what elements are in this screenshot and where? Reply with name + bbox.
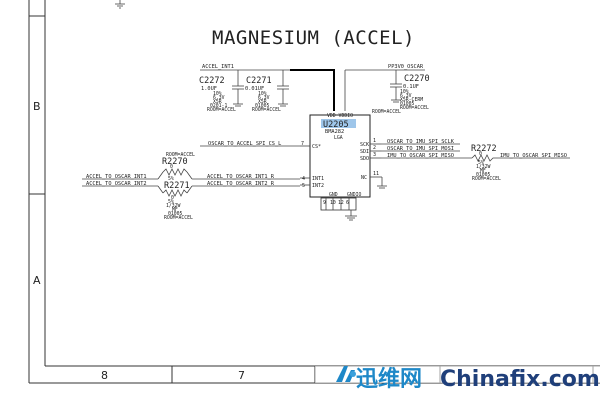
zone-label-b: B xyxy=(33,100,41,113)
svg-text:6.3V: 6.3V xyxy=(400,93,412,99)
svg-text:MF: MF xyxy=(480,168,486,174)
svg-text:0201-1: 0201-1 xyxy=(210,103,227,109)
watermark-logo-icon xyxy=(336,366,356,382)
svg-text:ROOM=ACCEL: ROOM=ACCEL xyxy=(207,107,236,113)
svg-text:0.01UF: 0.01UF xyxy=(245,86,264,92)
svg-text:2: 2 xyxy=(373,145,376,151)
svg-text:X5R: X5R xyxy=(258,99,267,105)
clipped-ground-symbol xyxy=(115,0,125,9)
resistor-r2272: R2272 0 5% 1/32W MF 01005 ROOM=ACCEL xyxy=(471,144,501,182)
svg-text:5: 5 xyxy=(302,183,305,189)
svg-text:01005: 01005 xyxy=(400,101,415,107)
svg-text:ROOM=ACCEL: ROOM=ACCEL xyxy=(400,105,429,111)
svg-text:1/32W: 1/32W xyxy=(476,164,491,170)
capacitor-c2271: C2271 0.01UF 10% 6.3V X5R 01005 ROOM=ACC… xyxy=(245,70,289,113)
svg-text:0: 0 xyxy=(170,164,173,170)
net-label-int1-in: ACCEL_TO_OSCAR_INT1 xyxy=(86,174,147,180)
svg-text:BMA282: BMA282 xyxy=(325,129,344,135)
svg-text:9: 9 xyxy=(323,200,326,206)
svg-text:U2205: U2205 xyxy=(323,120,349,130)
svg-text:R2271: R2271 xyxy=(164,181,190,191)
net-label-pp3v0-oscar: PP3V0_OSCAR xyxy=(388,64,424,70)
svg-text:1.0UF: 1.0UF xyxy=(201,86,217,92)
svg-text:0: 0 xyxy=(479,151,482,157)
watermark-cn: 迅维网 xyxy=(356,366,422,392)
watermark: 迅维网 Chinafix.com xyxy=(315,366,600,392)
svg-text:0: 0 xyxy=(171,195,174,201)
svg-text:ROOM=ACCEL: ROOM=ACCEL xyxy=(372,109,401,115)
net-label-miso-out: IMU_TO_OSCAR_SPI_MISO xyxy=(500,153,567,159)
net-label-accel-int1: ACCEL_INT1 xyxy=(202,64,234,70)
svg-text:INT1: INT1 xyxy=(312,176,324,182)
zone-label-7: 7 xyxy=(238,369,245,382)
watermark-en: Chinafix.com xyxy=(440,367,600,392)
svg-text:10%: 10% xyxy=(213,91,222,97)
svg-text:10: 10 xyxy=(330,200,336,206)
capacitor-c2272: C2272 1.0UF 10% 6.3V X5R 0201-1 ROOM=ACC… xyxy=(199,70,244,113)
svg-text:X5R-CERM: X5R-CERM xyxy=(400,97,423,103)
svg-text:C2271: C2271 xyxy=(246,76,272,86)
net-label-int2-out: ACCEL_TO_OSCAR_INT2_R xyxy=(207,181,275,187)
svg-text:6.3V: 6.3V xyxy=(213,95,225,101)
svg-text:C2272: C2272 xyxy=(199,76,225,86)
svg-text:INT2: INT2 xyxy=(312,183,324,189)
net-label-miso-chip: IMU_TO_OSCAR_SPI_MISO xyxy=(387,153,454,159)
svg-text:6: 6 xyxy=(346,200,349,206)
svg-text:ROOM=ACCEL: ROOM=ACCEL xyxy=(164,215,193,221)
resistor-r2271: R2271 0 5% 1/32W MF 01005 ROOM=ACCEL xyxy=(157,181,193,221)
svg-text:5%: 5% xyxy=(168,199,174,205)
svg-text:GND: GND xyxy=(329,192,338,198)
svg-text:R2270: R2270 xyxy=(162,157,188,167)
svg-text:CS*: CS* xyxy=(312,144,321,150)
net-label-sclk: OSCAR_TO_IMU_SPI_SCLK xyxy=(387,139,455,145)
svg-text:7: 7 xyxy=(301,141,304,147)
page-title: MAGNESIUM (ACCEL) xyxy=(212,27,415,49)
svg-text:LGA: LGA xyxy=(334,135,343,141)
svg-text:6.3V: 6.3V xyxy=(258,95,270,101)
svg-text:10%: 10% xyxy=(400,89,409,95)
svg-text:5%: 5% xyxy=(478,160,484,166)
svg-text:3: 3 xyxy=(373,152,376,158)
svg-text:5%: 5% xyxy=(168,176,174,182)
svg-text:SDI: SDI xyxy=(360,149,369,155)
chip-u2205: VDD VDDIO ROOM=ACCEL U2205 BMA282 LGA 7 … xyxy=(300,109,401,221)
net-label-int2-in: ACCEL_TO_OSCAR_INT2 xyxy=(86,181,147,187)
svg-text:01005: 01005 xyxy=(168,211,183,217)
svg-text:R2272: R2272 xyxy=(471,144,497,154)
svg-text:01005: 01005 xyxy=(255,103,270,109)
net-label-cs: OSCAR_TO_ACCEL_SPI_CS_L xyxy=(208,141,281,147)
svg-text:MF: MF xyxy=(172,207,178,213)
svg-text:10%: 10% xyxy=(258,91,267,97)
zone-label-a: A xyxy=(33,274,41,287)
resistor-r2270: ROOM=ACCEL R2270 0 5% xyxy=(157,152,195,182)
svg-text:ROOM=ACCEL: ROOM=ACCEL xyxy=(166,152,195,158)
net-label-mosi: OSCAR_TO_IMU_SPI_MOSI xyxy=(387,146,454,152)
svg-text:C2270: C2270 xyxy=(404,74,430,84)
svg-text:12: 12 xyxy=(338,200,344,206)
svg-text:GNDIO: GNDIO xyxy=(347,192,362,198)
capacitor-c2270: C2270 0.1UF 10% 6.3V X5R-CERM 01005 ROOM… xyxy=(390,70,430,111)
svg-text:VDD VDDIO: VDD VDDIO xyxy=(327,113,353,119)
svg-text:01005: 01005 xyxy=(476,172,491,178)
svg-text:0.1UF: 0.1UF xyxy=(403,84,419,90)
svg-text:4: 4 xyxy=(302,176,305,182)
svg-text:ROOM=ACCEL: ROOM=ACCEL xyxy=(472,176,501,182)
svg-text:1: 1 xyxy=(373,138,376,144)
svg-text:1/32W: 1/32W xyxy=(166,203,181,209)
svg-text:X5R: X5R xyxy=(213,99,222,105)
svg-text:NC: NC xyxy=(361,175,367,181)
svg-text:11: 11 xyxy=(373,171,379,177)
svg-text:SCK: SCK xyxy=(360,142,369,148)
zone-label-8: 8 xyxy=(101,369,108,382)
svg-text:ROOM=ACCEL: ROOM=ACCEL xyxy=(252,107,281,113)
net-label-int1-out: ACCEL_TO_OSCAR_INT1_R xyxy=(207,174,275,180)
svg-text:SDO: SDO xyxy=(360,156,369,162)
chip-refdes-highlight xyxy=(321,119,356,128)
